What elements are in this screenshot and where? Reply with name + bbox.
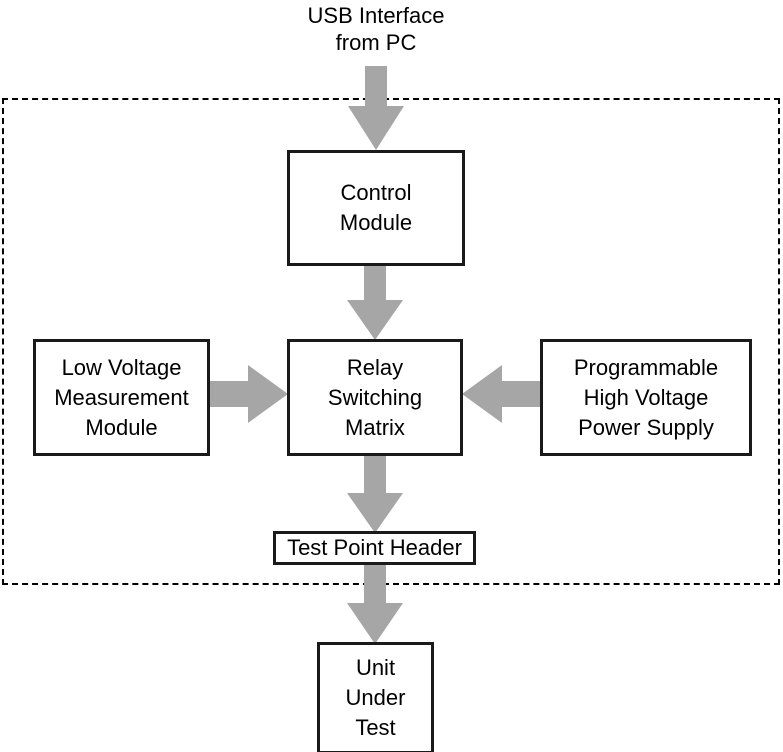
block-programmable-high-voltage-power-supply[interactable]: Programmable High Voltage Power Supply (540, 339, 752, 456)
block-relay-switching-matrix-line-2: Switching (327, 384, 423, 410)
block-low-voltage-measurement-module[interactable]: Low Voltage Measurement Module (33, 339, 210, 456)
block-test-point-header-line-1: Test Point Header (287, 535, 462, 560)
block-unit-under-test[interactable]: Unit Under Test (317, 642, 434, 752)
instrument-enclosure-boundary (2, 98, 780, 585)
arrow-low-voltage-to-relay-matrix-icon (210, 365, 288, 423)
block-programmable-high-voltage-power-supply-line-2: High Voltage (583, 384, 709, 410)
block-control-module-line-1: Control (340, 180, 412, 205)
block-relay-switching-matrix[interactable]: Relay Switching Matrix (287, 339, 463, 456)
block-unit-under-test-line-1: Unit (355, 655, 396, 680)
block-control-module-line-2: Module (339, 210, 413, 235)
block-control-module[interactable]: Control Module (287, 150, 465, 266)
arrow-usb-to-control-module-icon (348, 66, 404, 150)
block-programmable-high-voltage-power-supply-line-3: Power Supply (578, 414, 714, 440)
arrow-control-module-to-relay-matrix-icon (347, 264, 403, 340)
block-relay-switching-matrix-line-1: Relay (346, 354, 404, 380)
block-low-voltage-measurement-module-line-3: Module (85, 414, 158, 440)
block-programmable-high-voltage-power-supply-line-1: Programmable (573, 354, 719, 380)
block-relay-switching-matrix-line-3: Matrix (345, 414, 405, 440)
arrow-test-point-to-unit-under-test-icon (347, 562, 403, 644)
usb-interface-caption-line-1: USB Interface (307, 3, 445, 28)
usb-interface-caption: USB Interface from PC (236, 2, 516, 56)
block-unit-under-test-line-2: Under (345, 685, 406, 710)
block-low-voltage-measurement-module-line-1: Low Voltage (61, 354, 182, 380)
arrow-power-supply-to-relay-matrix-icon (462, 365, 540, 423)
block-test-point-header[interactable]: Test Point Header (273, 531, 476, 565)
arrow-relay-matrix-to-test-point-icon (347, 454, 403, 533)
block-low-voltage-measurement-module-line-2: Measurement (54, 384, 189, 410)
usb-interface-caption-line-2: from PC (335, 30, 417, 55)
block-unit-under-test-line-3: Test (355, 715, 396, 740)
